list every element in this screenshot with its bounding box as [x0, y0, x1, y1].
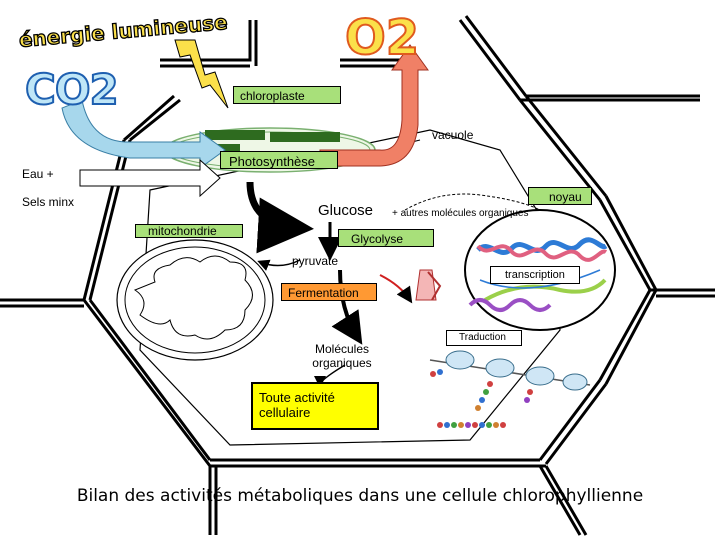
to-molecules-arrow [331, 269, 363, 345]
caption: Bilan des activités métaboliques dans un… [76, 486, 644, 506]
photosynthesis-to-glucose-arrow [246, 181, 314, 254]
glycolysis-label: Glycolyse [338, 229, 434, 247]
transcription-label: transcription [490, 266, 580, 284]
glucose-label: Glucose [318, 202, 374, 219]
minerals-label: Sels minx [22, 195, 75, 209]
nucleus-label: noyau [528, 187, 592, 205]
co2-label: CO2 [24, 64, 120, 115]
pyruvate-to-mitochondria-arrow [257, 259, 301, 271]
mitochondria-label: mitochondrie [135, 224, 243, 238]
organic-molecules-label: Molécules organiques [312, 342, 372, 370]
cell-activity-label: Toute activité cellulaire [251, 382, 379, 430]
protein-beads [437, 422, 506, 428]
mrna-strand [468, 298, 552, 312]
water-label: Eau + [22, 167, 54, 181]
lightning-icon [174, 39, 229, 109]
vacuole-shape [139, 129, 561, 446]
water-arrow [79, 158, 221, 198]
fermentation-label: Fermentation [281, 283, 377, 301]
pyruvate-label: pyruvate [292, 254, 339, 268]
photosynthesis-label: Photosynthèse [220, 151, 338, 169]
cell-wall [0, 15, 715, 536]
other-molecules-label: + autres molécules organiques [392, 208, 529, 219]
trna-icon [415, 269, 442, 301]
vacuole-label: vacuole [432, 128, 474, 142]
co2-arrow [61, 99, 226, 169]
ribosome-chain [429, 350, 591, 411]
to-trna-arrow [379, 274, 413, 304]
translation-label: Traduction [446, 330, 522, 346]
mitochondria-shape [116, 239, 274, 361]
o2-arrow [319, 44, 429, 167]
chloroplast-label: chloroplaste [233, 86, 341, 104]
glucose-to-nucleus-line [404, 193, 541, 211]
o2-label: O2 [344, 9, 420, 67]
